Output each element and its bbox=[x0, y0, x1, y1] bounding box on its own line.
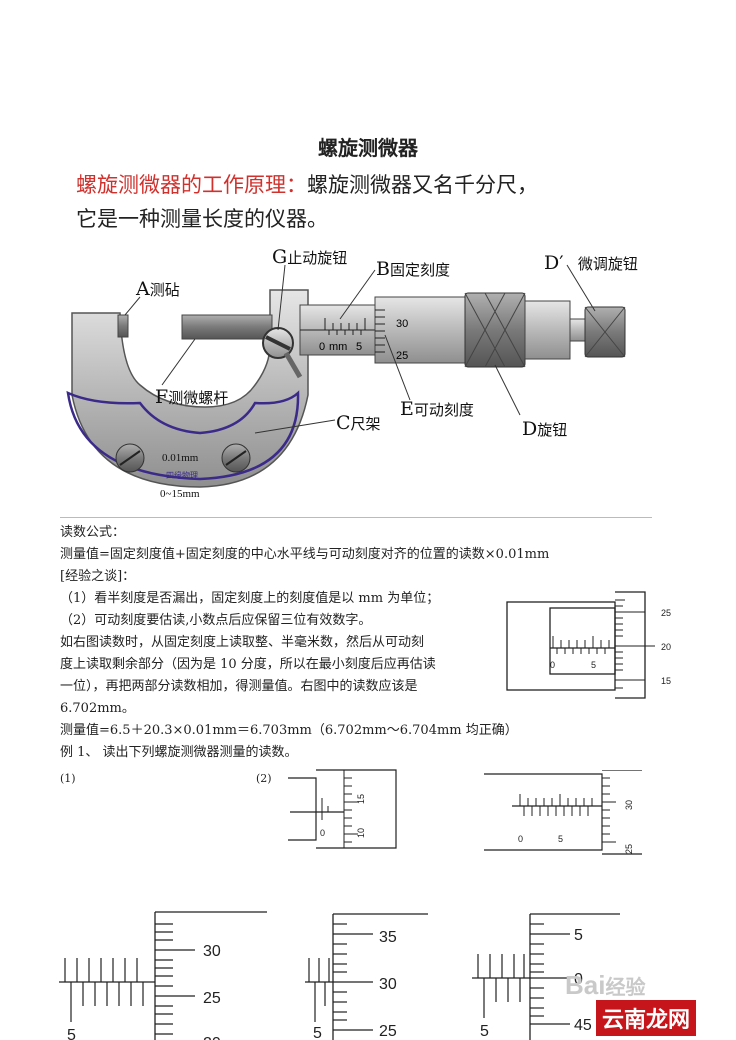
fig4-t25: 25 bbox=[379, 1023, 397, 1040]
principle-text: 螺旋测微器的工作原理：螺旋测微器又名千分尺， 它是一种测量长度的仪器。 bbox=[76, 168, 538, 236]
example-2-label: (2) bbox=[256, 772, 272, 785]
fig4-s5: 5 bbox=[313, 1025, 322, 1040]
example-figure: 25 20 15 0 5 bbox=[506, 591, 671, 699]
result: 测量值=6.5＋20.3×0.01mm＝6.703mm（6.702mm～6.70… bbox=[60, 723, 518, 738]
scale-0: 0 bbox=[319, 341, 325, 353]
frame-shape bbox=[71, 289, 309, 488]
spindle bbox=[181, 314, 273, 340]
example-1-label: (1) bbox=[60, 772, 76, 785]
site-watermark: 云南龙网 bbox=[596, 1000, 697, 1036]
ratchet-knob bbox=[464, 292, 526, 368]
label-c: C尺架 bbox=[336, 412, 381, 434]
fig4-t30: 30 bbox=[379, 976, 397, 993]
frame-precision: 0.01mm bbox=[162, 452, 199, 464]
frame-brand: 四缘物理 bbox=[166, 470, 198, 480]
fig3-s5: 5 bbox=[67, 1027, 76, 1040]
fig2-s0: 0 bbox=[518, 834, 523, 844]
divider bbox=[60, 517, 652, 518]
fig3-t20: 20 bbox=[203, 1035, 221, 1040]
tip-1: （1）看半刻度是否漏出，固定刻度上的刻度值是以 mm 为单位； bbox=[60, 591, 440, 606]
micrometer-diagram: 0 mm 5 30 25 0.01mm 四缘物理 0~15mm bbox=[66, 264, 626, 500]
figure-1: 15 10 0 bbox=[288, 769, 397, 849]
scale-25: 25 bbox=[396, 350, 408, 362]
label-g: G止动旋钮 bbox=[272, 246, 348, 268]
label-f: F测微螺杆 bbox=[155, 386, 229, 408]
label-b: B固定刻度 bbox=[376, 258, 450, 280]
formula: 测量值=固定刻度值+固定刻度的中心水平线与可动刻度对齐的位置的读数×0.01mm bbox=[60, 547, 550, 562]
fig-ex-t20: 20 bbox=[661, 642, 671, 652]
experience-heading: [经验之谈]： bbox=[60, 569, 136, 584]
fig2-t25: 25 bbox=[624, 844, 634, 854]
principle-line1: 螺旋测微器又名千分尺， bbox=[307, 173, 538, 197]
fig5-s5: 5 bbox=[480, 1023, 489, 1040]
fig2-s5: 5 bbox=[558, 834, 563, 844]
fig4-t35: 35 bbox=[379, 929, 397, 946]
page-title: 螺旋测微器 bbox=[318, 136, 418, 160]
fig3-t25: 25 bbox=[203, 990, 221, 1007]
anvil bbox=[117, 314, 129, 338]
scale-mm: mm bbox=[329, 341, 347, 353]
fig5-t45: 45 bbox=[574, 1017, 592, 1034]
baidu-watermark: Bai经验 bbox=[565, 970, 646, 1000]
fig5-t5: 5 bbox=[574, 927, 583, 944]
label-dp: D′ 微调旋钮 bbox=[544, 252, 638, 274]
fig5-t0: 0 bbox=[574, 971, 583, 988]
fig3-t30: 30 bbox=[203, 943, 221, 960]
thimble bbox=[374, 296, 466, 364]
figure-5: 5 0 45 5 bbox=[472, 913, 620, 1040]
fig2-t30: 30 bbox=[624, 800, 634, 810]
para-1: 如右图读数时，从固定刻度上读取整、半毫米数，然后从可动刻 bbox=[60, 635, 425, 650]
figure-3: 30 25 20 5 bbox=[59, 911, 267, 1040]
fig1-t15: 15 bbox=[356, 794, 366, 804]
label-e: E可动刻度 bbox=[400, 398, 474, 420]
frame-range: 0~15mm bbox=[160, 488, 200, 500]
figure-4: 35 30 25 5 bbox=[305, 913, 428, 1040]
fig1-t10: 10 bbox=[356, 828, 366, 838]
fig-ex-s5: 5 bbox=[591, 660, 596, 670]
fig1-s0: 0 bbox=[320, 828, 325, 838]
para-4: 6.702mm。 bbox=[60, 701, 135, 716]
fig-ex-t15: 15 bbox=[661, 676, 671, 686]
scale-30: 30 bbox=[396, 318, 408, 330]
figure-2: 30 25 0 5 bbox=[484, 770, 642, 855]
tip-2: （2）可动刻度要估读,小数点后应保留三位有效数字。 bbox=[60, 613, 372, 628]
fig-ex-s0: 0 bbox=[550, 660, 555, 670]
example-heading: 例 1、 读出下列螺旋测微器测量的读数。 bbox=[60, 745, 298, 760]
principle-heading: 螺旋测微器的工作原理： bbox=[76, 173, 307, 197]
label-a: A测砧 bbox=[136, 278, 180, 300]
para-2: 度上读取剩余部分（因为是 10 分度，所以在最小刻度后应再估读 bbox=[60, 657, 436, 672]
para-3: 一位），再把两部分读数相加，得测量值。右图中的读数应该是 bbox=[60, 679, 418, 694]
frame-inlay bbox=[66, 390, 300, 481]
principle-line2: 它是一种测量长度的仪器。 bbox=[76, 207, 328, 231]
scale-5: 5 bbox=[356, 341, 362, 353]
label-d: D旋钮 bbox=[522, 418, 568, 440]
fig-ex-t25: 25 bbox=[661, 608, 671, 618]
formula-heading: 读数公式： bbox=[60, 525, 126, 540]
